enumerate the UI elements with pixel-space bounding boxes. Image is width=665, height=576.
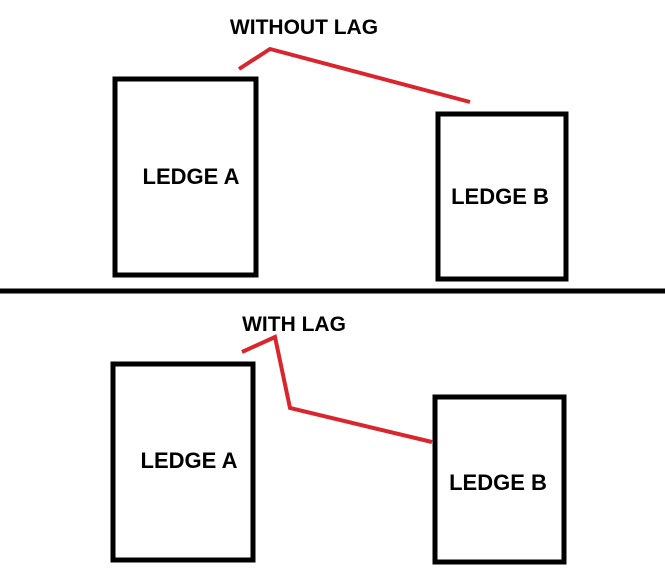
panel-title: WITH LAG: [242, 313, 346, 336]
panel-with-lag: WITH LAG LEDGE A LEDGE B: [110, 313, 567, 565]
ledge-a-label: LEDGE A: [141, 448, 238, 473]
ledge-b-box: [435, 111, 569, 282]
ledge-a-box: [110, 361, 256, 563]
ledge-b-box: [432, 394, 567, 565]
jump-path-without-lag: [237, 46, 471, 104]
ledge-b-label: LEDGE B: [451, 184, 549, 209]
ledge-a-box: [112, 76, 259, 278]
panel-without-lag: WITHOUT LAG LEDGE A LEDGE B: [112, 16, 569, 282]
ledge-b-label: LEDGE B: [449, 470, 547, 495]
panel-title: WITHOUT LAG: [230, 16, 378, 39]
ledge-a-label: LEDGE A: [143, 164, 240, 189]
jump-path-with-lag: [241, 334, 433, 444]
